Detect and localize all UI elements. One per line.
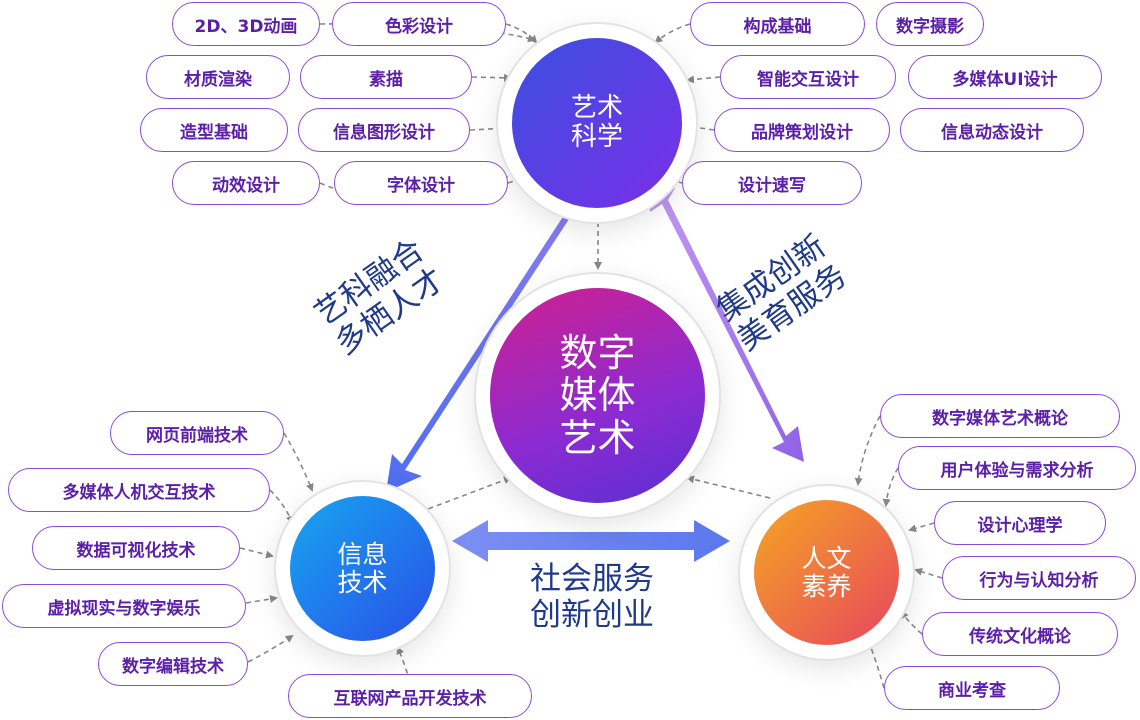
art-item: 素描 [300, 55, 472, 99]
node-info-tech: 信息 技术 [290, 496, 435, 641]
art-item: 构成基础 [690, 2, 865, 46]
node-art-line2: 科学 [570, 122, 623, 152]
art-item: 2D、3D动画 [172, 2, 320, 46]
art-item: 材质渲染 [146, 55, 290, 99]
relation-bottom-line1: 社会服务 [530, 561, 654, 597]
center-line2: 媒体 [559, 373, 636, 418]
center-line1: 数字 [559, 330, 636, 375]
node-humanities: 人文 素养 [754, 500, 899, 645]
info-item: 多媒体人机交互技术 [8, 468, 270, 512]
human-item: 商业考查 [884, 666, 1060, 710]
art-item: 智能交互设计 [720, 55, 896, 99]
node-info-line1: 信息 [337, 539, 388, 569]
node-art-line1: 艺术 [570, 92, 623, 123]
human-item: 设计心理学 [934, 501, 1106, 545]
info-item: 虚拟现实与数字娱乐 [2, 584, 246, 628]
arrow-info-human [452, 520, 730, 562]
human-item: 行为与认知分析 [942, 556, 1136, 600]
art-item: 造型基础 [140, 108, 288, 152]
info-item: 数字编辑技术 [98, 642, 248, 686]
art-item: 字体设计 [334, 161, 508, 205]
relation-bottom-label: 社会服务 创新创业 [530, 561, 654, 633]
human-connectors [686, 415, 943, 689]
info-item: 网页前端技术 [110, 411, 284, 455]
art-item: 动效设计 [172, 161, 320, 205]
node-human-line2: 素养 [801, 571, 852, 601]
art-item: 信息图形设计 [298, 108, 470, 152]
art-item: 品牌策划设计 [714, 108, 890, 152]
node-info-line2: 技术 [337, 567, 388, 597]
center-line3: 艺术 [559, 415, 636, 460]
human-item: 传统文化概论 [922, 612, 1118, 656]
relation-bottom-line2: 创新创业 [530, 596, 654, 633]
art-item: 信息动态设计 [900, 108, 1084, 152]
art-item: 数字摄影 [876, 2, 984, 46]
human-item: 用户体验与需求分析 [898, 446, 1136, 490]
arrow-art-info [386, 182, 588, 492]
node-human-line1: 人文 [801, 543, 852, 573]
node-digital-media-art: 数字 媒体 艺术 [490, 288, 705, 503]
art-item: 多媒体UI设计 [908, 55, 1102, 99]
art-item: 色彩设计 [332, 2, 506, 46]
node-art-science: 艺术 科学 [512, 38, 682, 208]
human-item: 数字媒体艺术概论 [880, 394, 1120, 438]
art-item: 设计速写 [682, 161, 862, 205]
info-item: 数据可视化技术 [32, 526, 240, 570]
arrow-art-human [646, 182, 804, 462]
info-item: 互联网产品开发技术 [288, 674, 532, 718]
